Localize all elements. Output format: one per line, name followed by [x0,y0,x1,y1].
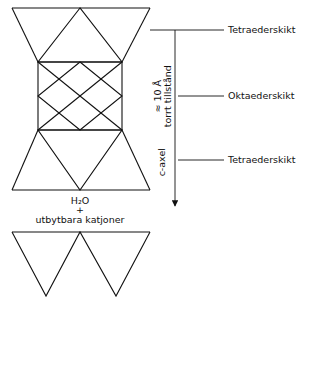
c-axis-arrow [175,30,176,206]
tetrahedral-layer [12,8,150,62]
cation-label: utbytbara katjoner [36,215,125,225]
layer-name: Tetraederskikt [228,155,295,165]
axis-label: c-axel [157,148,167,176]
octahedral-layer [38,62,122,130]
dimension-label: ≈ 10 Å [153,80,163,113]
leader-lines [150,30,224,160]
next-tetrahedral-layer [12,232,150,296]
layer-name: Oktaederskikt [228,91,294,101]
layer-name: Tetraederskikt [228,25,295,35]
dimension-note: torrt tillstånd [163,65,173,127]
plus-sign: + [76,205,84,215]
tetrahedral-layer [12,130,150,190]
